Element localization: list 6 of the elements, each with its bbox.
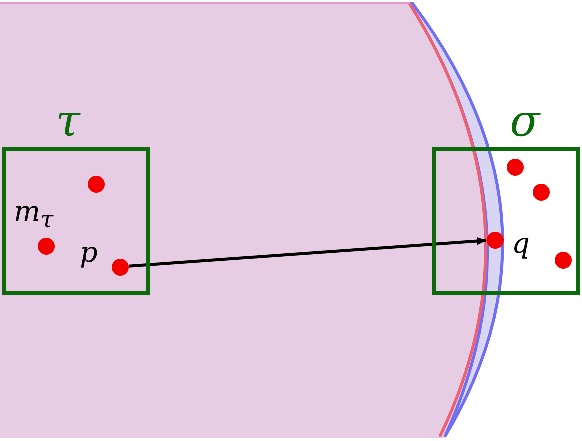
box-heading: τ (56, 100, 80, 144)
arrow (128, 237, 488, 268)
point-label: q (512, 229, 530, 259)
box-heading: σ (510, 100, 540, 144)
point-label: p (80, 238, 98, 268)
point-label: m$_{τ}$ (14, 197, 54, 235)
